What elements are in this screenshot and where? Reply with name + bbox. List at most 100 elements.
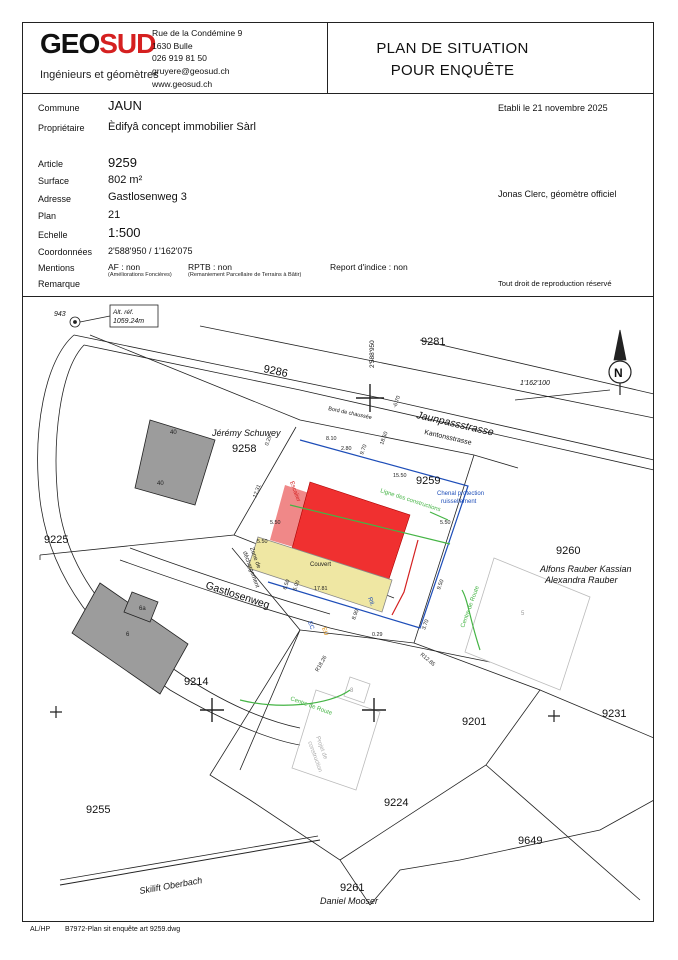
parcel-9261: 9261 [340, 882, 364, 894]
parcel-9224-west [209, 629, 371, 906]
scale-value: 1:500 [108, 225, 141, 240]
remark-label: Remarque [38, 279, 81, 289]
parcel-9255: 9255 [86, 804, 110, 816]
address-label: Adresse [38, 194, 72, 204]
jaunpass-north-edge [199, 325, 654, 419]
established-date: Etabli le 21 novembre 2025 [498, 103, 608, 113]
couvert-area [247, 536, 393, 613]
bld-6: 6 [126, 632, 130, 638]
gastlosenweg-edge-2 [129, 547, 331, 615]
bld-40b: 40 [157, 481, 164, 487]
owner-schuwey: Jérémy Schuwey [211, 428, 281, 438]
info-divider [22, 296, 654, 297]
building-8-project [291, 689, 381, 791]
footer-initials: AL/HP [30, 926, 51, 933]
blue-boundary [267, 439, 469, 629]
dim-500: 5.00 [292, 580, 301, 592]
commune-label: Commune [38, 103, 80, 113]
green-line [289, 504, 451, 545]
lbl-ec: EC [306, 621, 315, 632]
dim-029b: 0.29 [372, 632, 383, 638]
parcel-line-north [89, 334, 519, 469]
ref-num: 943 [54, 311, 66, 318]
title-line-1: PLAN DE SITUATION [376, 40, 529, 57]
gastlosenweg-edge-1 [119, 559, 491, 663]
mentions-rptb: RPTB : non [188, 262, 232, 272]
north-label: N [614, 366, 623, 380]
parcel-9225: 9225 [44, 534, 68, 546]
dim-550a: 5.50 [270, 520, 281, 526]
road-loop-outer [37, 334, 301, 746]
coord-north: 1'162'100 [520, 380, 550, 387]
lbl-chenal: Chenal protection [437, 491, 484, 497]
mentions-af: AF : non [108, 262, 141, 272]
parcel-9201-border [339, 642, 541, 861]
mentions-report: Report d'indice : non [330, 262, 408, 272]
building-40 [134, 419, 216, 506]
dim-1550: 15.50 [393, 473, 407, 479]
parcel-9281: 9281 [421, 336, 445, 348]
footer-file: B7972-Plan sit enquête art 9259.dwg [65, 926, 181, 933]
commune-value: JAUN [108, 98, 142, 113]
dim-280: 2.80 [341, 446, 352, 452]
owner-value: Èdifyâ concept immobilier Sàrl [108, 121, 256, 133]
lbl-couvert: Couvert [310, 562, 331, 568]
coordinates-value: 2'588'950 / 1'162'075 [108, 246, 193, 256]
plan-value: 21 [108, 209, 121, 221]
parcel-9286: 9286 [262, 363, 288, 380]
company-address: Rue de la Condémine 9 1630 Bulle 026 919… [152, 27, 242, 91]
owner-mooser: Daniel Mooser [320, 896, 379, 906]
bord-chaussee [299, 389, 654, 471]
bld-40a: 40 [170, 430, 177, 436]
alt-ref-value: 1059.24m [113, 318, 144, 325]
coord-cross-1 [356, 384, 384, 412]
bld-5: 5 [521, 611, 525, 617]
company-logo: GEOSUD [40, 28, 156, 59]
address-city: 1630 Bulle [152, 40, 193, 51]
building-5 [464, 557, 591, 691]
logo-subtitle: Ingénieurs et géomètres [40, 69, 159, 81]
address-street: Rue de la Condémine 9 [152, 28, 243, 38]
road-skilift: Skilift Oberbach [139, 875, 203, 896]
alt-ref-label: Alt. réf. [112, 309, 134, 316]
owner-rauber-1: Alfons Rauber Kassian [539, 564, 632, 574]
road-gastlosen: Gastlosenweg [204, 579, 271, 611]
dim-670: -6.70 [392, 395, 402, 409]
building-6 [71, 582, 189, 695]
dim-1285: R12.85 [419, 652, 436, 668]
dim-650: 6.50 [282, 579, 291, 591]
parcel-9649: 9649 [518, 835, 542, 847]
title-line-2: POUR ENQUÊTE [390, 62, 515, 79]
parcel-9649-border [369, 799, 654, 906]
coordinates-label: Coordonnées [38, 247, 93, 257]
lbl-centre-1: Centre de Route [289, 696, 333, 717]
dim-550c: 5.50 [257, 539, 268, 545]
geometer-name: Jonas Clerc, géomètre officiel [498, 189, 617, 199]
address-phone: 026 919 81 50 [152, 53, 207, 64]
parcel-9231: 9231 [602, 708, 626, 720]
building-6a [123, 591, 159, 623]
dim-1781: 17.81 [314, 586, 328, 592]
dim-1860: 18.60 [379, 431, 389, 446]
sheet-frame [22, 22, 654, 922]
article-value: 9259 [108, 155, 137, 170]
surface-value: 802 m² [108, 174, 143, 186]
dim-810: 8.10 [326, 436, 337, 442]
dim-1826: R18.26 [315, 655, 329, 673]
parcel-9260: 9260 [556, 545, 580, 557]
bld-8: 8 [350, 688, 354, 694]
address-email[interactable]: gruyere@geosud.ch [152, 66, 230, 77]
owner-rauber-2: Alexandra Rauber [544, 575, 619, 585]
dim-029a: 0.29 [264, 435, 273, 447]
mentions-rptb-note: (Remaniement Parcellaire de Terrains à B… [188, 272, 302, 278]
bld-6a: 6a [139, 606, 146, 612]
header-divider [22, 93, 654, 94]
dim-950: 9.50 [436, 579, 445, 591]
parcel-9259: 9259 [416, 475, 440, 487]
address-web[interactable]: www.geosud.ch [152, 78, 213, 89]
lbl-centre-2: Centre de Route [460, 585, 481, 629]
situation-map: 9281 9286 9258 9259 9260 9225 9214 9201 … [37, 304, 654, 906]
document-title: PLAN DE SITUATION POUR ENQUÊTE [330, 38, 575, 82]
parcel-9224: 9224 [384, 797, 408, 809]
lbl-eu: EU [320, 627, 328, 637]
